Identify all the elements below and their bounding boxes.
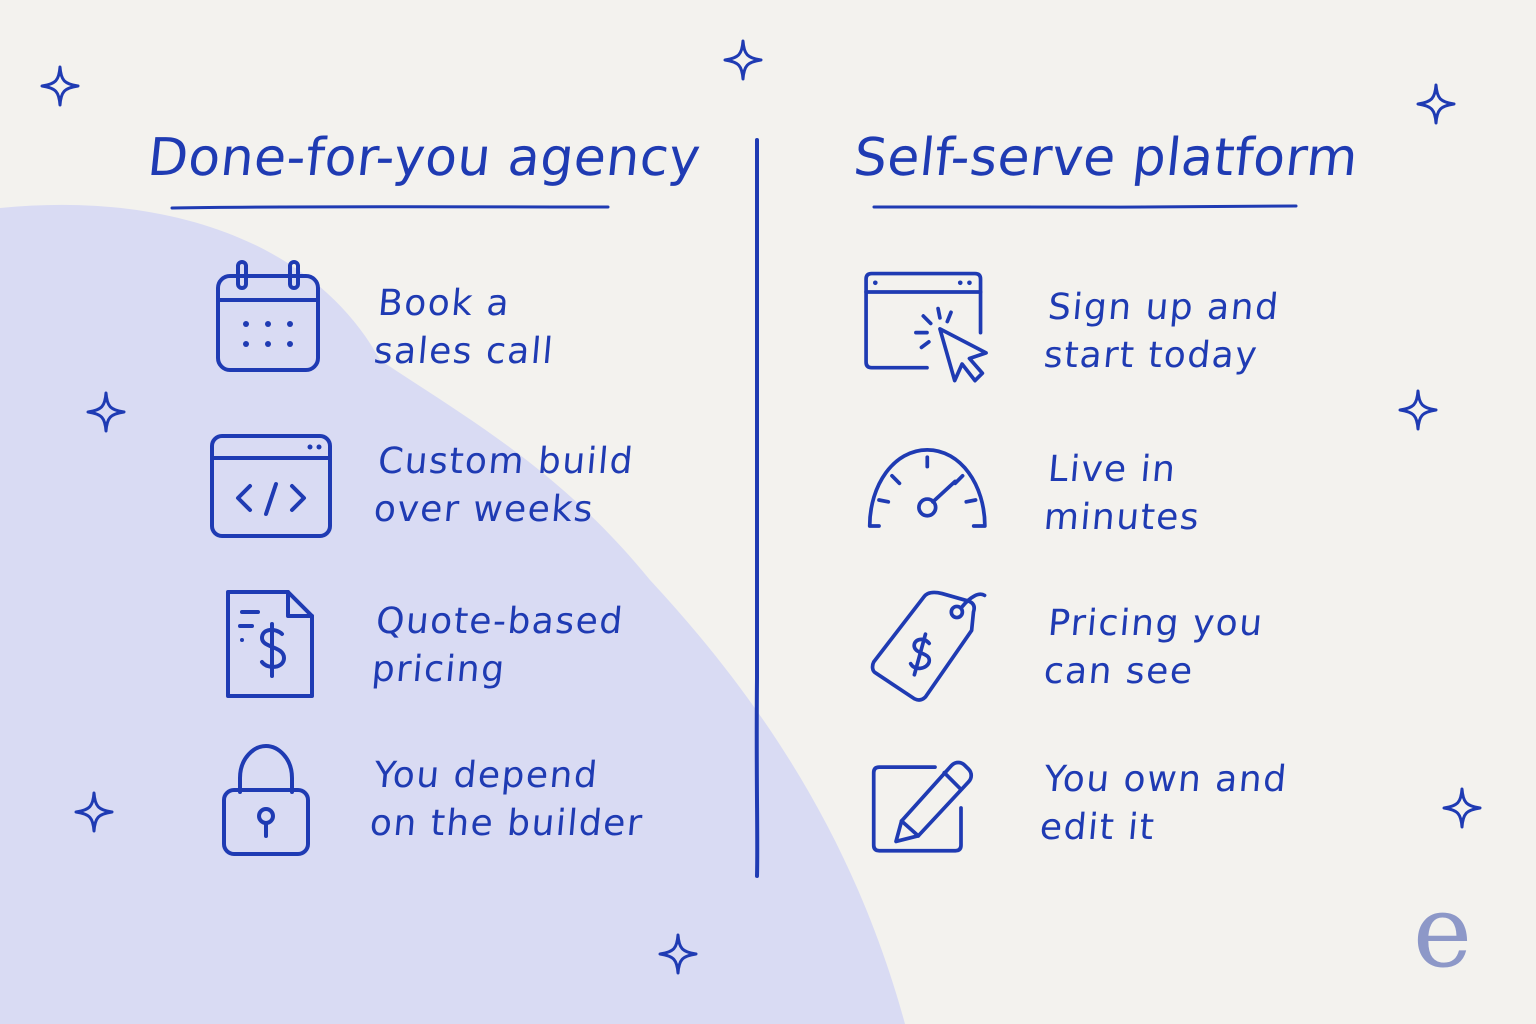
platform-item-label: Pricing you can see (1042, 603, 1266, 692)
platform-item-label: Live in minutes (1042, 449, 1202, 538)
platform-title: Self-serve platform (850, 128, 1362, 188)
invoice-dollar-icon (226, 590, 314, 698)
agency-item-label: You depend on the builder (368, 755, 646, 844)
agency-item-custom-build: Custom build over weeks (140, 428, 700, 558)
agency-item-sales-call: Book a sales call (140, 256, 700, 386)
platform-item-live-minutes: Live in minutes (846, 440, 1406, 570)
platform-item-pricing-visible: Pricing you can see (846, 588, 1406, 718)
platform-item-sign-up: Sign up and start today (846, 268, 1406, 398)
edit-pencil-icon (871, 760, 974, 853)
agency-item-quote-pricing: Quote-based pricing (140, 586, 700, 716)
sparkle-icon (40, 65, 80, 107)
price-tag-icon (870, 590, 987, 702)
sparkle-icon (1416, 83, 1456, 125)
agency-item-label: Book a sales call (372, 283, 556, 372)
speedometer-icon (867, 448, 987, 528)
agency-item-label: Custom build over weeks (372, 441, 636, 530)
browser-click-icon (864, 271, 988, 383)
code-window-icon (210, 434, 332, 538)
brand-logo: e (1412, 873, 1472, 990)
sparkle-icon (1442, 787, 1482, 829)
sparkle-icon (723, 39, 763, 81)
sparkle-icon (74, 791, 114, 833)
sparkle-icon (86, 391, 126, 433)
agency-title: Done-for-you agency (144, 128, 704, 188)
platform-item-label: You own and edit it (1038, 759, 1290, 848)
agency-item-label: Quote-based pricing (370, 601, 626, 690)
column-divider (754, 138, 760, 878)
padlock-icon (222, 744, 310, 856)
title-underline (170, 205, 610, 210)
title-underline (872, 204, 1298, 209)
sparkle-icon (1398, 389, 1438, 431)
platform-item-own-edit: You own and edit it (846, 748, 1406, 878)
platform-item-label: Sign up and start today (1042, 287, 1282, 376)
sparkle-icon (658, 933, 698, 975)
calendar-icon (216, 260, 320, 372)
agency-item-depend-builder: You depend on the builder (140, 742, 700, 872)
